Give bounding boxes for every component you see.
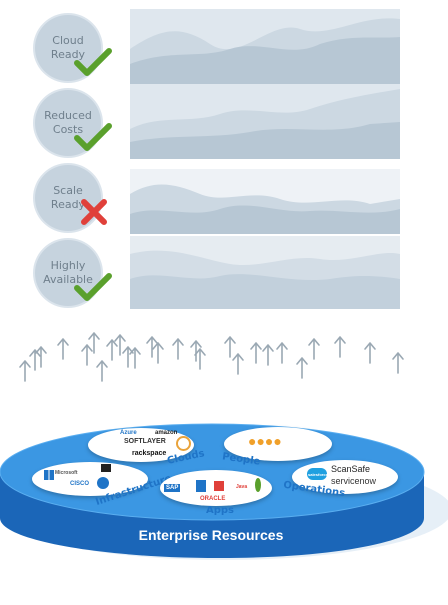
- check-icon: [74, 123, 112, 151]
- arrow-icon: [35, 346, 47, 368]
- benefit-label: Scale Ready: [50, 184, 86, 211]
- sharepoint-icon: [196, 480, 206, 492]
- arrow-icon: [232, 353, 244, 375]
- oracle-logo: ORACLE: [200, 496, 226, 502]
- mongodb-icon: [255, 478, 261, 492]
- cisco-logo: CISCO: [70, 481, 90, 487]
- upward-arrows: [19, 332, 404, 382]
- wave-chart: [130, 9, 400, 84]
- sap-logo: SAP: [164, 484, 181, 492]
- benefit-circle: Cloud Ready: [35, 15, 101, 81]
- benefit-label: Reduced Costs: [44, 109, 92, 136]
- arrow-icon: [296, 357, 308, 379]
- arrow-icon: [19, 360, 31, 382]
- benefit-row-scale-ready: Scale Ready: [0, 155, 448, 235]
- arrow-icon: [152, 342, 164, 364]
- salesforce-icon: [307, 468, 327, 480]
- arrow-icon: [96, 360, 108, 382]
- gcp-icon: [176, 436, 191, 451]
- arrow-icon: [262, 344, 274, 366]
- azure-logo: Azure: [120, 430, 137, 436]
- enterprise-resources-label: Enterprise Resources: [138, 527, 284, 543]
- people-icon: ●●●●: [248, 433, 282, 449]
- arrow-icon: [122, 346, 134, 368]
- arrow-icon: [106, 339, 118, 361]
- softlayer-logo: SOFTLAYER: [124, 438, 166, 445]
- apps-category: Apps: [206, 505, 235, 516]
- arrow-icon: [334, 336, 346, 358]
- rackspace-logo: rackspace: [132, 450, 167, 457]
- benefit-row-highly-available: Highly Available: [0, 230, 448, 310]
- cross-icon: [81, 199, 107, 225]
- servicenow-logo: servicenow: [331, 476, 377, 486]
- arrow-icon: [364, 342, 376, 364]
- dell-icon: [97, 477, 109, 489]
- office-icon: [214, 481, 224, 491]
- benefit-row-reduced-costs: Reduced Costs: [0, 80, 448, 160]
- benefit-label: Cloud Ready: [50, 34, 86, 61]
- amazon-logo: amazon: [155, 430, 178, 436]
- check-icon: [74, 273, 112, 301]
- vmware-icon: [101, 464, 111, 472]
- check-icon: [74, 48, 112, 76]
- people-pill: [224, 427, 332, 461]
- arrow-icon: [172, 338, 184, 360]
- wave-chart: [130, 84, 400, 159]
- benefit-label: Highly Available: [43, 259, 93, 286]
- arrow-icon: [81, 344, 93, 366]
- microsoft-logo: Microsoft: [55, 470, 78, 476]
- wave-chart: [130, 236, 400, 309]
- wave-chart: [130, 169, 400, 234]
- arrow-icon: [392, 352, 404, 374]
- arrow-icon: [129, 347, 141, 369]
- arrow-icon: [276, 342, 288, 364]
- windows-icon: [44, 470, 54, 480]
- arrow-icon: [29, 349, 41, 371]
- arrow-icon: [250, 342, 262, 364]
- arrow-icon: [308, 338, 320, 360]
- arrow-icon: [224, 336, 236, 358]
- benefit-row-cloud-ready: Cloud Ready: [0, 5, 448, 85]
- scansafe-logo: ScanSafe: [331, 464, 371, 474]
- salesforce-logo: salesforce: [308, 472, 328, 477]
- java-logo: Java: [236, 484, 248, 490]
- arrow-icon: [57, 338, 69, 360]
